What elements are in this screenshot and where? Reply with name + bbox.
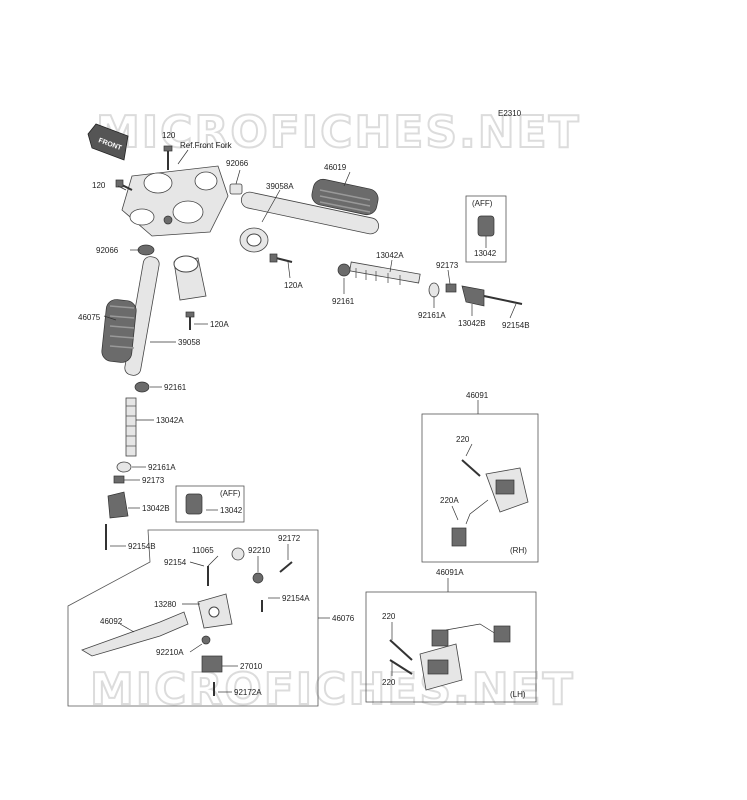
label-92172: 92172	[278, 534, 301, 543]
collar-92161-top-icon	[337, 263, 351, 277]
collar-92161A-left-icon	[116, 461, 132, 473]
weight-13042-aff-left	[185, 493, 203, 515]
label-13042A-top: 13042A	[376, 251, 404, 260]
label-13042B-top: 13042B	[458, 319, 486, 328]
label-13042B-left: 13042B	[142, 504, 170, 513]
label-92161A-top: 92161A	[418, 311, 446, 320]
label-46091: 46091	[466, 391, 489, 400]
label-13042A-left: 13042A	[156, 416, 184, 425]
label-46092: 46092	[100, 617, 123, 626]
clip-92173-left-icon	[113, 475, 125, 484]
switch-box-lh	[365, 591, 537, 703]
label-13042-aff-left: 13042	[220, 506, 243, 515]
label-13042-aff-top: 13042	[474, 249, 497, 258]
label-92154A: 92154A	[282, 594, 310, 603]
label-92154: 92154	[164, 558, 187, 567]
label-220A: 220A	[440, 496, 459, 505]
weight-13042B-left	[107, 491, 129, 519]
collar-92161A-top-icon	[428, 282, 440, 298]
switch-46091-rh	[451, 459, 529, 547]
label-92210: 92210	[248, 546, 271, 555]
lever-assembly	[81, 547, 293, 696]
grip-46019	[311, 178, 379, 216]
label-92154B-top: 92154B	[502, 321, 530, 330]
label-120A-left: 120A	[210, 320, 229, 329]
switch-box-rh	[421, 413, 539, 563]
label-11065: 11065	[192, 546, 214, 555]
inner-weight-13042A-left	[125, 397, 137, 457]
label-92154B-left: 92154B	[128, 542, 156, 551]
label-13280: 13280	[154, 600, 177, 609]
collar-92161-left-icon	[134, 381, 150, 393]
diagram-code: E2310	[498, 109, 522, 118]
label-46076: 46076	[332, 614, 355, 623]
watermark-bottom: MICROFICHES.NET	[90, 664, 575, 715]
plug-92066-top-icon	[229, 183, 243, 195]
label-220-rh: 220	[456, 435, 470, 444]
inner-weight-13042A-top	[349, 261, 421, 285]
label-92173-top: 92173	[436, 261, 459, 270]
label-220-lh-1: 220	[382, 612, 396, 621]
label-92173-left: 92173	[142, 476, 165, 485]
handlebar-39058A	[239, 191, 380, 253]
label-120A-mid: 120A	[284, 281, 303, 290]
lever-box	[67, 529, 319, 707]
upper-bracket	[121, 165, 229, 237]
label-120-top: 120	[162, 131, 176, 140]
bolt-92154B-top-icon	[483, 295, 523, 305]
label-aff-left: (AFF)	[220, 489, 241, 498]
handlebar-39058	[124, 255, 207, 376]
label-39058: 39058	[178, 338, 201, 347]
label-46019: 46019	[324, 163, 347, 172]
weight-13042B-top	[461, 285, 485, 307]
clip-92173-top-icon	[445, 283, 457, 293]
label-27010: 27010	[240, 662, 263, 671]
bolt-120A-left-icon	[185, 311, 195, 330]
weight-13042-aff-top	[477, 215, 495, 237]
label-92210A: 92210A	[156, 648, 184, 657]
label-39058A: 39058A	[266, 182, 294, 191]
leader-lines	[103, 169, 517, 693]
label-92066-left: 92066	[96, 246, 119, 255]
bolt-120-top-icon	[163, 145, 173, 170]
front-arrow-icon: FRONT	[87, 123, 129, 161]
label-92161A-left: 92161A	[148, 463, 176, 472]
watermark-top: MICROFICHES.NET	[96, 107, 581, 158]
label-92161-left: 92161	[164, 383, 187, 392]
label-120-left: 120	[92, 181, 106, 190]
label-92066-top: 92066	[226, 159, 249, 168]
label-lh: (LH)	[510, 690, 526, 699]
bolt-120A-mid-icon	[269, 253, 293, 263]
plug-92066-left-icon	[137, 244, 155, 256]
label-46091A: 46091A	[436, 568, 464, 577]
aff-box-top	[465, 195, 507, 263]
aff-box-left	[175, 485, 245, 523]
label-220-lh-2: 220	[382, 678, 396, 687]
label-92172A: 92172A	[234, 688, 262, 697]
ref-note: Ref.Front Fork	[180, 141, 233, 150]
label-rh: (RH)	[510, 546, 527, 555]
grip-46075	[101, 299, 137, 363]
label-aff-top: (AFF)	[472, 199, 493, 208]
switch-46091A-lh	[389, 623, 511, 691]
label-92161-top: 92161	[332, 297, 355, 306]
label-46075: 46075	[78, 313, 101, 322]
